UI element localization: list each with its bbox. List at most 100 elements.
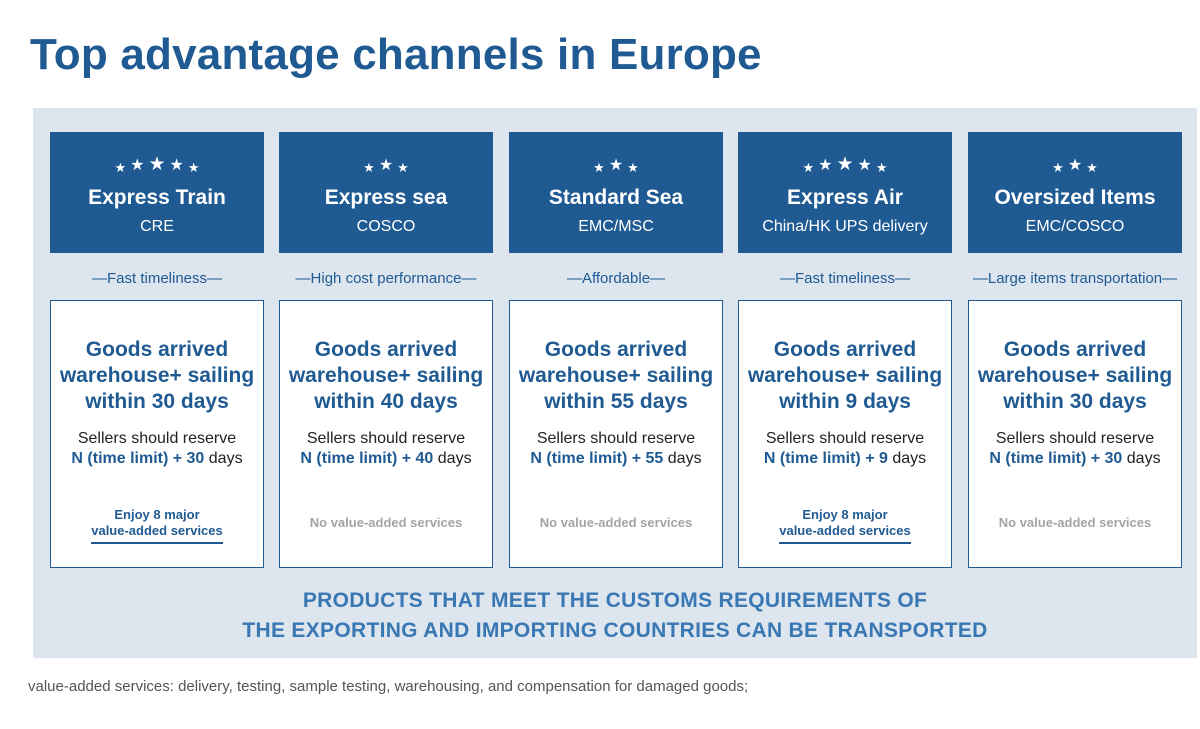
channel-tagline: —Fast timeliness—	[779, 270, 911, 287]
services-label-line: Enjoy 8 major	[114, 507, 200, 522]
channel-carrier: China/HK UPS delivery	[762, 218, 928, 235]
star-icon: ★	[169, 157, 184, 174]
reserve-formula: N (time limit) + 30	[989, 450, 1123, 467]
transit-headline: Goods arrived warehouse+ sailing within 30…	[969, 337, 1181, 415]
star-rating: ★★★	[968, 150, 1182, 175]
reserve-note: Sellers should reserve N (time limit) + 3…	[969, 429, 1181, 469]
reserve-prefix: Sellers should reserve	[765, 430, 925, 447]
star-rating: ★★★★★	[50, 150, 264, 174]
reserve-formula: N (time limit) + 55	[530, 450, 664, 467]
services-label: No value-added services	[998, 515, 1152, 530]
transit-headline-line: warehouse+ sailing	[747, 364, 943, 387]
reserve-note: Sellers should reserve N (time limit) + 5…	[510, 429, 722, 469]
transit-headline-line: Goods arrived	[1003, 338, 1147, 361]
star-icon: ★	[1052, 160, 1064, 175]
star-icon: ★	[857, 157, 872, 174]
star-icon: ★	[130, 157, 145, 174]
customs-notice-line: THE EXPORTING AND IMPORTING COUNTRIES CA…	[242, 619, 988, 642]
reserve-line: N (time limit) + 9 days	[739, 449, 951, 469]
reserve-line: N (time limit) + 55 days	[510, 449, 722, 469]
channel-carrier: COSCO	[356, 218, 416, 235]
reserve-unit: days	[892, 450, 927, 467]
transit-headline: Goods arrived warehouse+ sailing within 55…	[510, 337, 722, 415]
transit-headline-line: Goods arrived	[314, 338, 458, 361]
reserve-note: Sellers should reserve N (time limit) + 4…	[280, 429, 492, 469]
reserve-line: N (time limit) + 40 days	[280, 449, 492, 469]
transit-headline-line: within 30 days	[1003, 390, 1147, 413]
reserve-prefix: Sellers should reserve	[995, 430, 1155, 447]
customs-notice-line: PRODUCTS THAT MEET THE CUSTOMS REQUIREME…	[302, 589, 928, 612]
reserve-unit: days	[437, 450, 472, 467]
transit-headline-line: Goods arrived	[773, 338, 917, 361]
star-icon: ★	[593, 160, 605, 175]
star-icon: ★	[378, 157, 394, 174]
transit-headline-line: warehouse+ sailing	[518, 364, 714, 387]
reserve-formula: N (time limit) + 9	[763, 450, 888, 467]
reserve-formula: N (time limit) + 30	[71, 450, 205, 467]
star-icon: ★	[114, 160, 127, 175]
transit-headline-line: warehouse+ sailing	[977, 364, 1173, 387]
transit-headline-line: within 40 days	[314, 390, 458, 413]
transit-headline-line: warehouse+ sailing	[288, 364, 484, 387]
star-icon: ★	[818, 157, 833, 174]
page-title: Top advantage channels in Europe	[30, 30, 762, 79]
channel-card: Goods arrived warehouse+ sailing within 30…	[968, 300, 1182, 568]
transit-headline-line: within 30 days	[85, 390, 229, 413]
reserve-prefix: Sellers should reserve	[306, 430, 466, 447]
channel-name: Express sea	[324, 186, 448, 209]
star-icon: ★	[627, 160, 639, 175]
star-rating: ★★★	[509, 150, 723, 175]
transit-headline-line: warehouse+ sailing	[59, 364, 255, 387]
channel-name: Oversized Items	[994, 186, 1156, 209]
services-label: No value-added services	[539, 515, 693, 530]
channel-tagline: —Affordable—	[566, 270, 666, 287]
channel-card: Goods arrived warehouse+ sailing within 40…	[279, 300, 493, 568]
channel-name: Standard Sea	[548, 186, 684, 209]
services-footnote: value-added services: delivery, testing,…	[28, 678, 749, 695]
transit-headline: Goods arrived warehouse+ sailing within 40…	[280, 337, 492, 415]
transit-headline-line: within 9 days	[779, 390, 911, 413]
customs-notice: PRODUCTS THAT MEET THE CUSTOMS REQUIREME…	[33, 586, 1197, 646]
reserve-note: Sellers should reserve N (time limit) + 9…	[739, 429, 951, 469]
reserve-line: N (time limit) + 30 days	[969, 449, 1181, 469]
star-icon: ★	[397, 160, 409, 175]
reserve-line: N (time limit) + 30 days	[51, 449, 263, 469]
transit-headline: Goods arrived warehouse+ sailing within 9 …	[739, 337, 951, 415]
transit-headline-line: Goods arrived	[544, 338, 688, 361]
star-icon: ★	[802, 160, 815, 175]
star-rating: ★★★	[279, 150, 493, 175]
star-rating: ★★★★★	[738, 150, 952, 174]
transit-headline: Goods arrived warehouse+ sailing within 30…	[51, 337, 263, 415]
star-icon: ★	[1086, 160, 1098, 175]
reserve-unit: days	[1126, 450, 1161, 467]
channel-name: Express Train	[88, 186, 226, 209]
channel-carrier: EMC/COSCO	[1025, 218, 1125, 235]
channel-tagline: —Fast timeliness—	[91, 270, 223, 287]
transit-headline-line: within 55 days	[544, 390, 688, 413]
channel-carrier: CRE	[140, 218, 174, 235]
reserve-prefix: Sellers should reserve	[536, 430, 696, 447]
services-label-line: value-added services	[91, 523, 223, 544]
star-icon: ★	[1067, 157, 1083, 174]
star-icon: ★	[875, 160, 888, 175]
channel-tagline: —Large items transportation—	[972, 270, 1178, 287]
services-label-line: Enjoy 8 major	[802, 507, 888, 522]
services-label: No value-added services	[309, 515, 463, 530]
channel-card: Goods arrived warehouse+ sailing within 30…	[50, 300, 264, 568]
star-icon: ★	[836, 154, 854, 175]
channel-card: Goods arrived warehouse+ sailing within 9 …	[738, 300, 952, 568]
star-icon: ★	[608, 157, 624, 174]
services-label-line: value-added services	[779, 523, 911, 544]
transit-headline-line: Goods arrived	[85, 338, 229, 361]
channel-name: Express Air	[787, 186, 903, 209]
reserve-unit: days	[208, 450, 243, 467]
